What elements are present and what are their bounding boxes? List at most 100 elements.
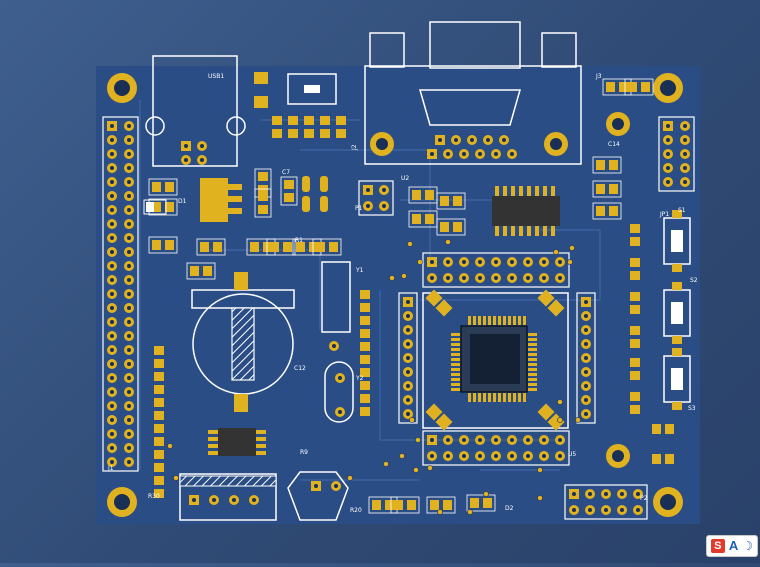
- pin-drill: [110, 334, 114, 338]
- passive-outline: [624, 78, 654, 96]
- tactile-switches: [663, 210, 691, 410]
- passive-pad: [630, 392, 640, 401]
- passive-pad: [630, 237, 640, 246]
- pin-drill: [127, 194, 131, 198]
- j1-label: J1: [107, 465, 114, 472]
- ime-halfwidth-moon-icon[interactable]: ☽: [742, 539, 753, 553]
- qfp-pin: [451, 363, 460, 366]
- pin-drill: [542, 276, 546, 280]
- pin-drill: [127, 446, 131, 450]
- decoupling-cap-pad: [547, 299, 565, 317]
- decoupling-cap-pad: [537, 403, 555, 421]
- passive-pad: [630, 305, 640, 314]
- via: [383, 461, 389, 467]
- via: [407, 241, 413, 247]
- pin-drill: [558, 438, 562, 442]
- p1-label: P1: [355, 205, 363, 212]
- passive-pad: [407, 500, 416, 510]
- pin-drill: [127, 222, 131, 226]
- pin-drill: [666, 124, 670, 128]
- passive-pad: [304, 116, 314, 125]
- passive-pad: [316, 242, 325, 252]
- pin-drill: [110, 362, 114, 366]
- pin-drill: [110, 138, 114, 142]
- passive-pad: [154, 450, 164, 459]
- pin-drill: [127, 418, 131, 422]
- passive-outline: [266, 238, 296, 256]
- pin-drill: [110, 348, 114, 352]
- passive-pad: [360, 381, 370, 390]
- pin-drill: [110, 180, 114, 184]
- passive-pad: [272, 129, 282, 138]
- soic16-pins: [495, 186, 555, 236]
- passive-pad: [412, 214, 421, 224]
- pin-drill: [406, 314, 410, 318]
- qfp-pin: [451, 388, 460, 391]
- pin-drill: [572, 508, 576, 512]
- pin-drill: [110, 124, 114, 128]
- passive-pad: [165, 202, 174, 212]
- passive-pad: [154, 476, 164, 485]
- soic8-pins: [208, 430, 266, 455]
- qfp-pin: [488, 316, 491, 325]
- mounting-hole-drill: [660, 494, 676, 510]
- qfp-pin: [498, 316, 501, 325]
- pin-drill: [127, 404, 131, 408]
- passive-pad: [360, 342, 370, 351]
- passive-pad: [284, 193, 294, 202]
- pin-drill: [110, 152, 114, 156]
- led-pad: [254, 72, 268, 84]
- soic-pin: [208, 451, 218, 455]
- pin-drill: [558, 454, 562, 458]
- pin-drill: [584, 384, 588, 388]
- switch-pad: [672, 282, 682, 290]
- passive-pad: [630, 339, 640, 348]
- via: [557, 399, 563, 405]
- pin-drill: [494, 260, 498, 264]
- pin-drill: [430, 454, 434, 458]
- pin-drill: [127, 152, 131, 156]
- pin-drill: [127, 306, 131, 310]
- pin-drill: [127, 236, 131, 240]
- pin-drill: [110, 222, 114, 226]
- pin-drill: [584, 370, 588, 374]
- pin-drill: [127, 138, 131, 142]
- passive-pad: [630, 258, 640, 267]
- passive-outline: [196, 238, 226, 256]
- passive-pad: [628, 82, 637, 92]
- soic-pin: [511, 226, 515, 236]
- pin-drill: [462, 276, 466, 280]
- passive-pad: [470, 498, 479, 508]
- soic-pin: [519, 186, 523, 196]
- soic-pin: [503, 186, 507, 196]
- pin-drill: [446, 438, 450, 442]
- pin-drill: [558, 276, 562, 280]
- pin-drill: [584, 314, 588, 318]
- pin-drill: [584, 342, 588, 346]
- passive-pad: [213, 242, 222, 252]
- pin-drill: [526, 276, 530, 280]
- passive-outline: [312, 238, 342, 256]
- passive-outline: [408, 186, 438, 204]
- switch-pad: [672, 402, 682, 410]
- ime-english-mode-icon[interactable]: A: [728, 538, 739, 553]
- decoupling-cap-pad: [435, 413, 453, 431]
- sogou-ime-icon[interactable]: S: [710, 539, 725, 553]
- pin-drill: [478, 276, 482, 280]
- passive-pad: [453, 196, 462, 206]
- pin-drill: [110, 264, 114, 268]
- passive-pad: [630, 292, 640, 301]
- via: [553, 249, 559, 255]
- ime-toolbar[interactable]: S A ☽: [705, 535, 758, 557]
- via: [417, 259, 423, 265]
- passive-pad: [360, 303, 370, 312]
- passive-pad: [320, 116, 330, 125]
- passive-pad: [154, 385, 164, 394]
- passive-pad: [336, 116, 346, 125]
- pin-drill: [334, 484, 338, 488]
- soic-pin: [256, 444, 266, 448]
- pin-drill: [430, 276, 434, 280]
- pin-drill: [332, 344, 336, 348]
- pin-drill: [127, 166, 131, 170]
- switch-pad: [672, 336, 682, 344]
